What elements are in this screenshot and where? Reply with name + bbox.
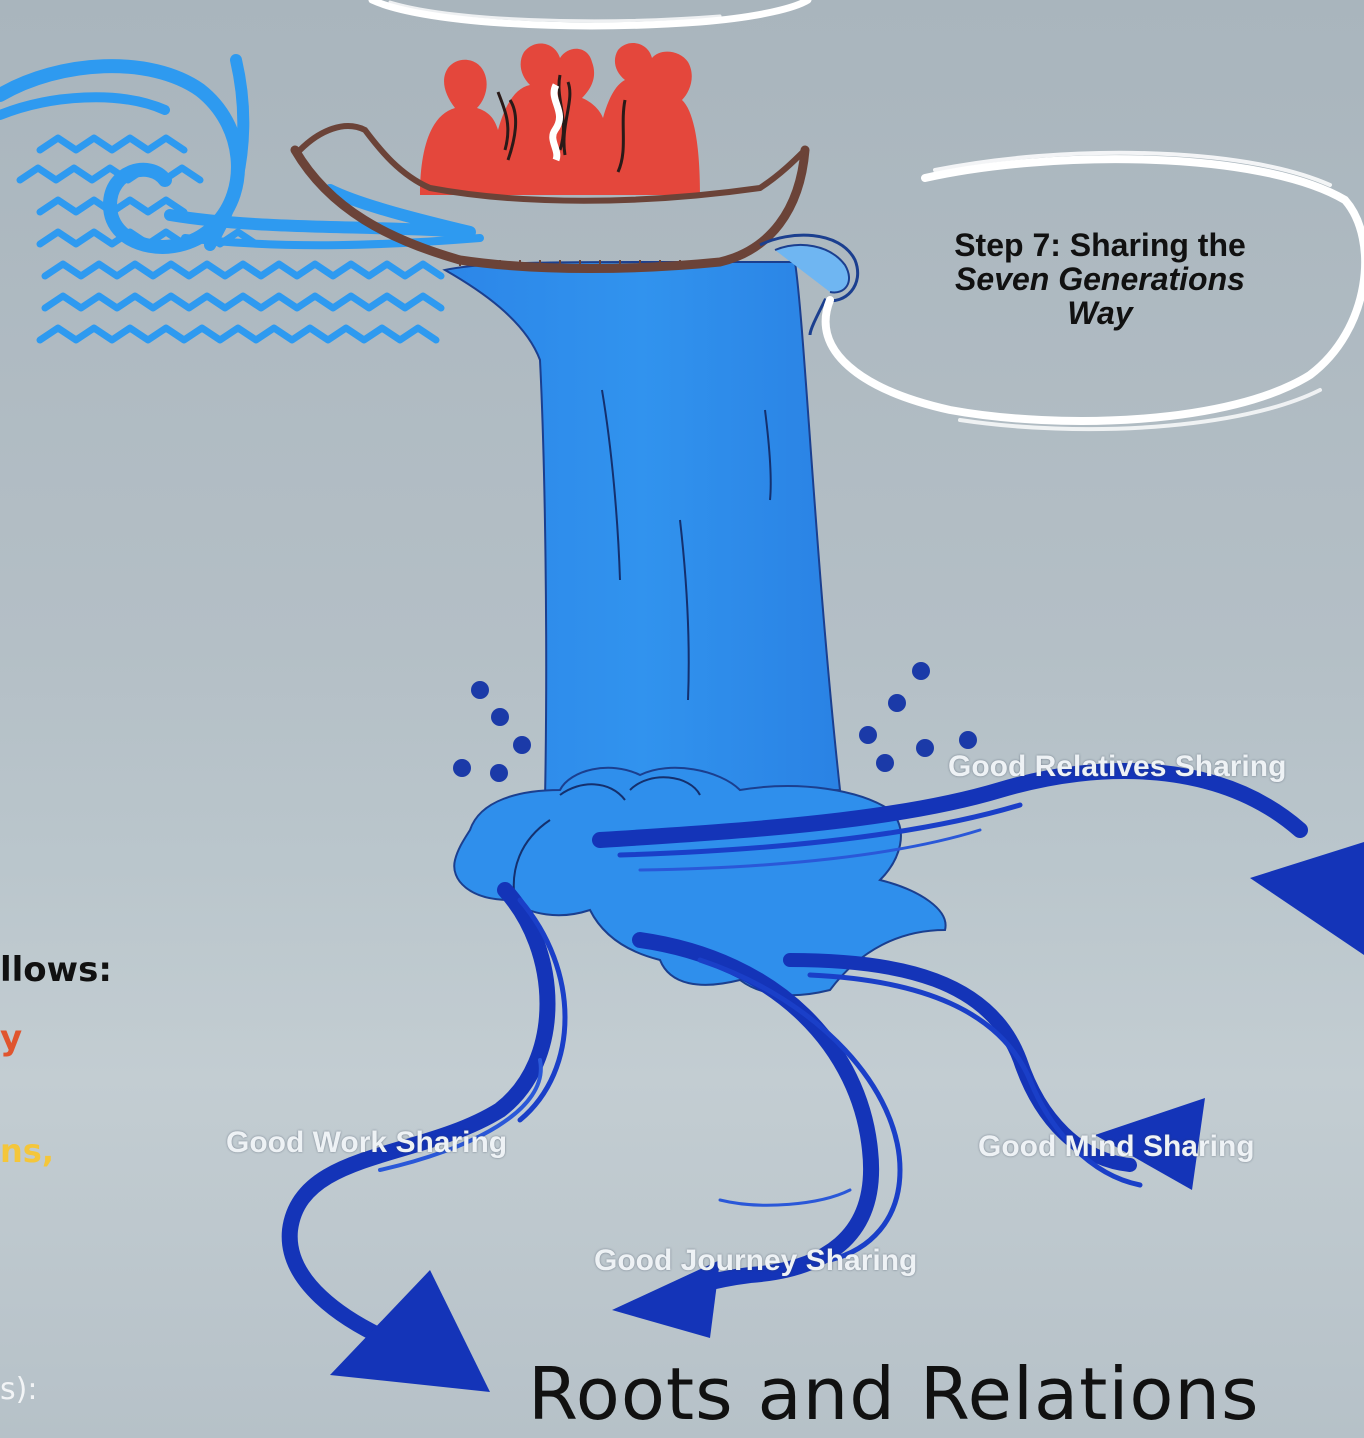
work-sharing-label: Good Work Sharing — [226, 1126, 508, 1159]
relatives-sharing-label: Good Relatives Sharing — [948, 750, 1287, 783]
step-title-line2: Seven Generations — [955, 261, 1245, 297]
relatives-arrowhead — [1250, 842, 1364, 955]
footer-title: Roots and Relations — [528, 1352, 1260, 1436]
orange-fragment: y — [0, 1018, 23, 1058]
canoe-icon — [290, 43, 860, 336]
follows-fragment: llows: — [0, 950, 112, 990]
journey-arrowhead — [612, 1260, 720, 1338]
braids — [496, 74, 627, 173]
work-arrowhead — [330, 1270, 490, 1392]
step-title-line3: Way — [1067, 295, 1133, 331]
journey-arrow — [632, 932, 880, 1308]
waterfall-icon — [442, 260, 947, 997]
top-ellipse-outline — [368, 0, 812, 30]
work-arrow — [281, 882, 556, 1353]
mind-sharing-label: Good Mind Sharing — [978, 1130, 1255, 1163]
braid-white — [549, 83, 563, 162]
waves-icon — [0, 54, 484, 344]
relatives-arrow — [592, 763, 1308, 848]
step-title-line1: Step 7: Sharing the — [954, 227, 1246, 263]
bottom-fragment: s): — [0, 1372, 38, 1407]
step-ellipse-outline — [821, 150, 1364, 432]
step-title: Step 7: Sharing the Seven Generations Wa… — [905, 228, 1295, 330]
yellow-fragment: ns, — [0, 1132, 54, 1170]
arrows — [281, 763, 1364, 1392]
journey-sharing-label: Good Journey Sharing — [594, 1244, 918, 1277]
droplets — [453, 662, 977, 782]
mind-arrowhead — [1095, 1098, 1205, 1190]
